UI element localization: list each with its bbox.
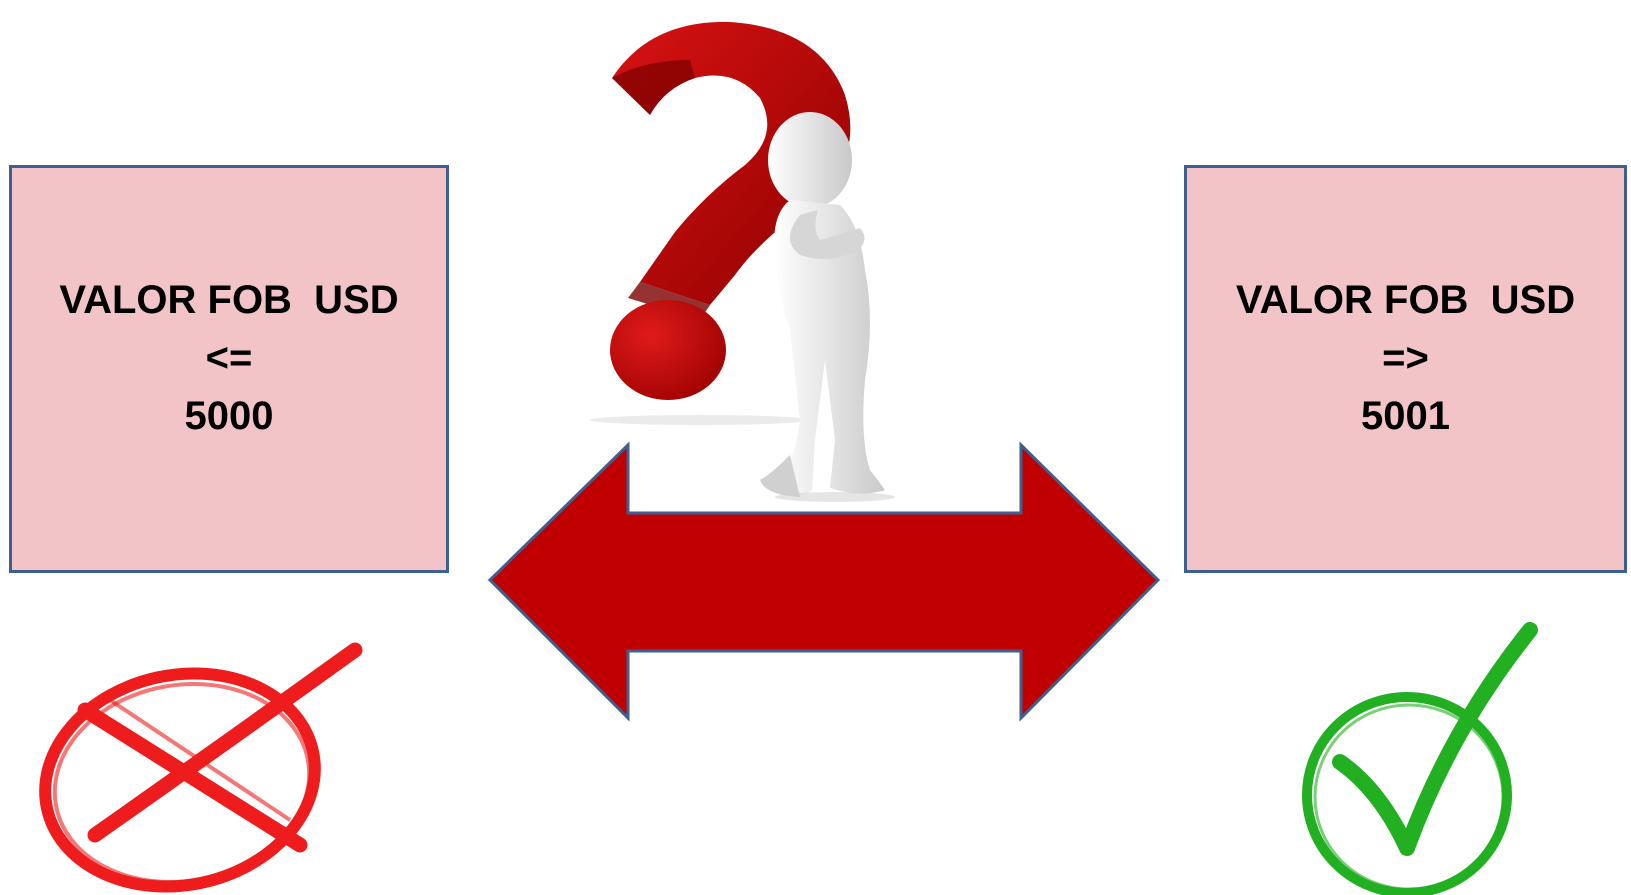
left-box-value: 5000	[184, 394, 274, 438]
left-box-title: VALOR FOB USD	[59, 278, 399, 322]
left-box-operator: <=	[205, 336, 253, 380]
double-arrow-icon	[487, 441, 1161, 722]
thinking-person-figure	[760, 112, 895, 502]
right-box-operator: =>	[1382, 336, 1429, 380]
left-condition-box: VALOR FOB USD <= 5000	[9, 165, 449, 573]
check-circle-icon	[1302, 622, 1538, 895]
cross-circle-icon	[39, 642, 363, 893]
right-box-value: 5001	[1361, 394, 1450, 438]
question-mark-icon	[590, 21, 851, 425]
right-condition-box: VALOR FOB USD => 5001	[1184, 165, 1627, 573]
right-box-title: VALOR FOB USD	[1235, 278, 1576, 322]
